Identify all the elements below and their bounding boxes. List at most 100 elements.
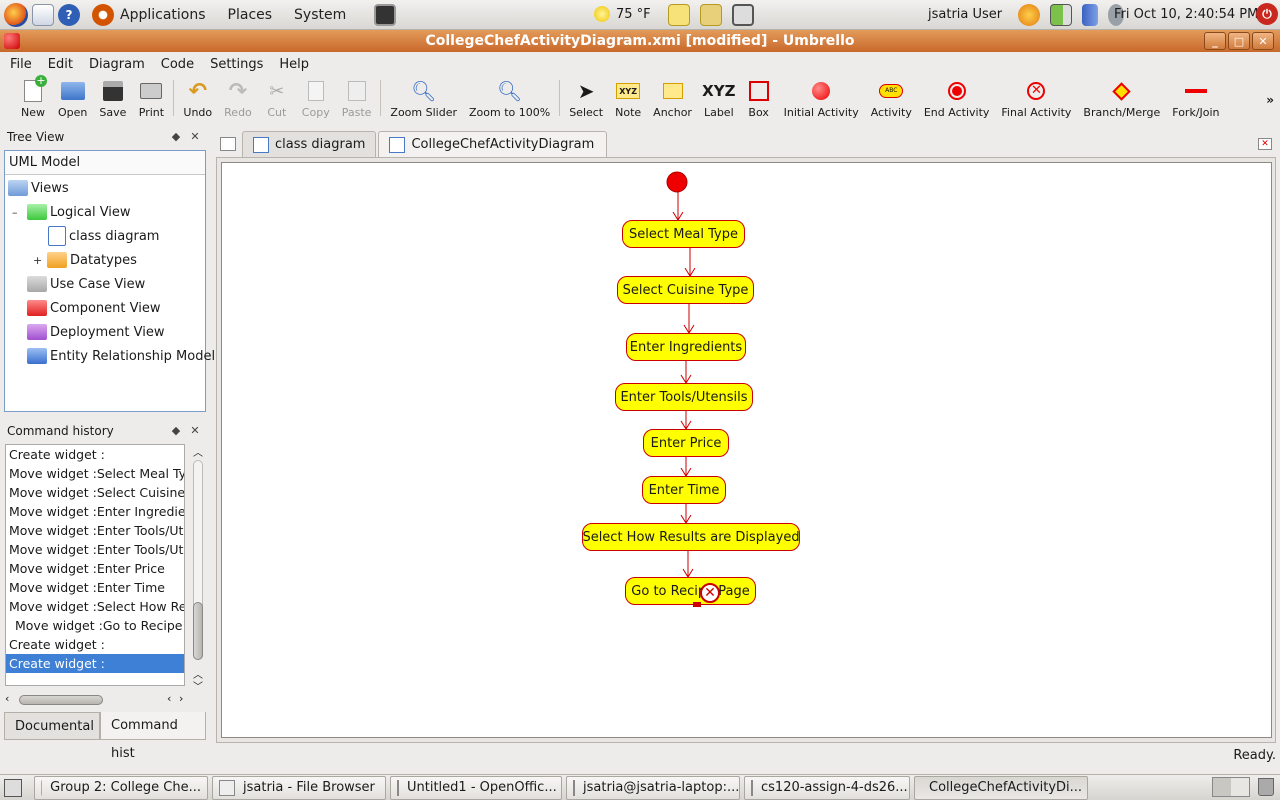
mail-launcher-icon[interactable] — [32, 3, 54, 26]
paste-button[interactable]: Paste — [336, 79, 378, 119]
screenshot-icon[interactable] — [732, 4, 754, 26]
user-name[interactable]: jsatria User — [928, 7, 1003, 22]
window-titlebar[interactable]: CollegeChefActivityDiagram.xmi [modified… — [0, 30, 1280, 52]
collapse-toggle[interactable]: – — [12, 206, 18, 219]
final-activity-node[interactable]: ✕ — [700, 583, 720, 603]
help-launcher-icon[interactable]: ? — [58, 3, 80, 26]
close-tab-icon[interactable]: ✕ — [1258, 138, 1272, 150]
zoom-100-button[interactable]: 🔍︎ Zoom to 100% — [468, 79, 551, 119]
weather-applet[interactable]: 75 °F — [588, 6, 651, 22]
menu-edit[interactable]: Edit — [47, 56, 73, 72]
taskbar-item[interactable]: jsatria - File Browser — [212, 775, 386, 800]
note-tool-button[interactable]: XYZ Note — [609, 79, 647, 119]
initial-activity-tool-button[interactable]: Initial Activity — [778, 79, 865, 119]
tab-documentation[interactable]: Documental — [4, 712, 100, 740]
activity-node[interactable]: Select How Results are Displayed — [582, 523, 800, 551]
list-item[interactable]: Move widget :Go to Recipe Page — [15, 618, 184, 633]
open-button[interactable]: Open — [52, 79, 93, 119]
volume-icon[interactable] — [1108, 4, 1124, 26]
network-signal-icon[interactable] — [1082, 4, 1098, 26]
menu-file[interactable]: File — [10, 56, 32, 72]
branch-merge-tool-button[interactable]: Branch/Merge — [1077, 79, 1166, 119]
minimize-button[interactable]: _ — [1204, 32, 1226, 50]
workspace-switcher[interactable] — [1212, 777, 1250, 797]
activity-node[interactable]: Enter Price — [643, 429, 729, 457]
folder-icon[interactable] — [700, 4, 722, 26]
scrollbar-thumb[interactable] — [19, 695, 103, 705]
tree-item-views[interactable]: Views — [8, 177, 69, 199]
dock-close-icon[interactable]: ✕ — [190, 130, 200, 143]
menu-code[interactable]: Code — [160, 56, 195, 72]
history-vertical-scrollbar[interactable]: ︿ ︿ ﹀ — [190, 444, 206, 693]
scroll-left-icon[interactable]: ‹ — [167, 692, 172, 705]
maximize-button[interactable]: □ — [1228, 32, 1250, 50]
list-item[interactable]: Move widget :Enter Time — [9, 580, 165, 595]
menu-settings[interactable]: Settings — [210, 56, 264, 72]
save-button[interactable]: Save — [93, 79, 132, 119]
undo-button[interactable]: ↶ Undo — [183, 78, 213, 120]
list-item[interactable]: Create widget : — [9, 637, 105, 652]
zoom-slider-button[interactable]: 🔍︎ Zoom Slider — [390, 79, 457, 119]
anchor-tool-button[interactable]: Anchor — [647, 79, 698, 119]
tree-item-logical-view[interactable]: Logical View — [27, 201, 131, 223]
activity-node[interactable]: Enter Time — [642, 476, 726, 504]
select-tool-button[interactable]: ➤ Select — [569, 79, 604, 119]
list-item[interactable]: Move widget :Enter Price — [9, 561, 165, 576]
activity-node[interactable]: Enter Tools/Utensils — [615, 383, 753, 411]
dock-float-icon[interactable]: ◆ — [171, 424, 181, 437]
close-button[interactable]: ✕ — [1252, 32, 1274, 50]
list-item[interactable]: Create widget : — [9, 447, 105, 462]
taskbar-item-active[interactable]: CollegeChefActivityDi... — [914, 775, 1088, 800]
activity-node[interactable]: Enter Ingredients — [626, 333, 746, 361]
copy-button[interactable]: Copy — [296, 79, 336, 119]
list-item[interactable]: Move widget :Select Meal Type — [9, 466, 184, 481]
taskbar-item[interactable]: Group 2: College Che... — [34, 775, 208, 800]
scroll-down-icon[interactable]: ﹀ — [193, 682, 203, 693]
umbrello-app-icon[interactable] — [4, 33, 20, 49]
tree-item-use-case-view[interactable]: Use Case View — [27, 273, 145, 295]
dock-close-icon[interactable]: ✕ — [190, 424, 200, 437]
activity-node[interactable]: Go to Recipe Page — [625, 577, 756, 605]
taskbar-item[interactable]: cs120-assign-4-ds26.... — [744, 775, 910, 800]
scroll-up-icon[interactable]: ︿ — [193, 670, 203, 681]
menu-diagram[interactable]: Diagram — [88, 56, 145, 72]
cut-button[interactable]: ✂ Cut — [258, 79, 296, 120]
list-item[interactable]: Move widget :Enter Ingredients — [9, 504, 184, 519]
activity-node[interactable]: Select Cuisine Type — [617, 276, 754, 304]
menu-applications[interactable]: Applications — [120, 6, 206, 23]
taskbar-item[interactable]: jsatria@jsatria-laptop:... — [566, 775, 740, 800]
menu-help[interactable]: Help — [279, 56, 310, 72]
toolbar-overflow-button[interactable]: » — [1266, 93, 1274, 107]
list-item[interactable]: Move widget :Enter Tools/Utensils — [9, 542, 184, 557]
fork-join-tool-button[interactable]: Fork/Join — [1166, 79, 1225, 119]
tree-item-class-diagram[interactable]: class diagram — [48, 225, 159, 247]
battery-icon[interactable] — [1050, 4, 1072, 26]
box-tool-button[interactable]: Box — [740, 79, 778, 119]
list-item[interactable]: Move widget :Select Cuisine Type — [9, 485, 184, 500]
firefox-launcher-icon[interactable] — [4, 2, 28, 27]
list-item-selected[interactable]: Create widget : — [6, 654, 184, 673]
diagram-canvas[interactable] — [221, 162, 1272, 738]
tree-item-component-view[interactable]: Component View — [27, 297, 160, 319]
new-button[interactable]: + New — [21, 74, 47, 119]
final-activity-tool-button[interactable]: ✕ Final Activity — [995, 79, 1077, 119]
trash-icon[interactable] — [1258, 778, 1274, 796]
dock-float-icon[interactable]: ◆ — [171, 130, 181, 143]
clock[interactable]: Fri Oct 10, 2:40:54 PM — [1114, 7, 1259, 22]
selection-handle[interactable] — [693, 602, 701, 607]
tab-class-diagram[interactable]: class diagram — [242, 131, 377, 157]
list-item[interactable]: Move widget :Enter Tools/Utensils — [9, 523, 184, 538]
terminal-launcher-icon[interactable] — [374, 3, 397, 26]
scroll-up-icon[interactable]: ︿ — [193, 448, 203, 459]
menu-places[interactable]: Places — [227, 6, 273, 23]
end-activity-tool-button[interactable]: End Activity — [918, 79, 996, 119]
tree-item-deployment-view[interactable]: Deployment View — [27, 321, 165, 343]
list-item[interactable]: Move widget :Select How Results are Disp… — [9, 599, 184, 614]
print-button[interactable]: Print — [132, 79, 170, 119]
tab-command-history[interactable]: Command hist — [100, 712, 206, 761]
history-horizontal-scrollbar[interactable]: ‹ ‹ › — [5, 692, 201, 708]
update-notifier-icon[interactable] — [1018, 4, 1040, 26]
tree-item-datatypes[interactable]: Datatypes — [47, 249, 137, 271]
new-tab-button[interactable] — [216, 131, 240, 157]
redo-button[interactable]: ↷ Redo — [224, 78, 252, 120]
